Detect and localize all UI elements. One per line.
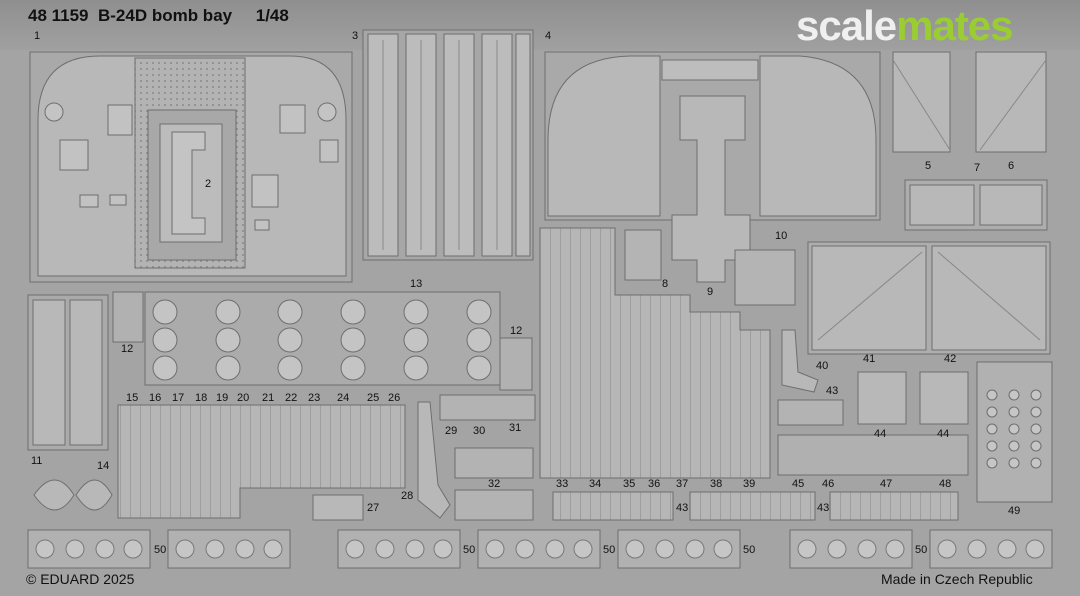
label-p23: 23 <box>308 392 321 404</box>
label-p38: 38 <box>710 478 723 490</box>
part-27 <box>312 494 364 521</box>
label-p43b: 43 <box>676 502 689 514</box>
label-p27: 27 <box>367 502 380 514</box>
label-p24: 24 <box>337 392 350 404</box>
label-p50a: 50 <box>154 544 167 556</box>
label-p16: 16 <box>149 392 162 404</box>
label-p43c: 43 <box>817 502 830 514</box>
label-p48: 48 <box>939 478 952 490</box>
label-p45: 45 <box>792 478 805 490</box>
label-p4: 4 <box>545 30 552 42</box>
label-p37: 37 <box>676 478 689 490</box>
label-p43a: 43 <box>826 385 839 397</box>
label-p15: 15 <box>126 392 139 404</box>
parts-45-48 <box>777 434 969 476</box>
part-12b <box>499 337 533 391</box>
label-p25: 25 <box>367 392 380 404</box>
label-p14: 14 <box>97 460 110 472</box>
part-13 <box>144 291 501 386</box>
part-43d <box>829 491 959 521</box>
label-p33: 33 <box>556 478 569 490</box>
label-p12b: 12 <box>510 325 523 337</box>
label-p10: 10 <box>775 230 788 242</box>
part-41-44 <box>857 371 907 425</box>
label-p12a: 12 <box>121 343 134 355</box>
label-p2: 2 <box>205 178 212 190</box>
label-p6: 6 <box>1008 160 1015 172</box>
label-p44a: 44 <box>874 428 887 440</box>
label-p29: 29 <box>445 425 458 437</box>
label-p35: 35 <box>623 478 636 490</box>
part-9 <box>671 95 751 283</box>
made-in: Made in Czech Republic <box>881 571 1033 587</box>
label-p50c: 50 <box>603 544 616 556</box>
label-p9: 9 <box>707 286 714 298</box>
label-p7: 7 <box>974 162 981 174</box>
label-p42: 42 <box>944 353 957 365</box>
part-11b <box>33 479 75 511</box>
label-p36: 36 <box>648 478 661 490</box>
parts-33-39 <box>539 227 771 479</box>
label-p17: 17 <box>172 392 185 404</box>
part-28 <box>417 401 451 519</box>
part-14 <box>75 479 113 511</box>
parts-29-31 <box>439 394 536 421</box>
label-p41: 41 <box>863 353 876 365</box>
label-p28: 28 <box>401 490 414 502</box>
label-p50b: 50 <box>463 544 476 556</box>
label-p50e: 50 <box>743 544 756 556</box>
label-p46: 46 <box>822 478 835 490</box>
part-32 <box>454 489 534 521</box>
part-4-right <box>759 55 877 217</box>
part-43b <box>552 491 674 521</box>
label-p34: 34 <box>589 478 602 490</box>
label-p13: 13 <box>410 278 423 290</box>
panel-left <box>811 245 927 351</box>
part-2 <box>171 131 206 235</box>
label-p11: 11 <box>31 455 43 467</box>
label-p39: 39 <box>743 478 756 490</box>
label-p21: 21 <box>262 392 275 404</box>
label-p18: 18 <box>195 392 208 404</box>
label-p44b: 44 <box>937 428 950 440</box>
scalemates-watermark: scalemates <box>796 2 1014 49</box>
label-p50d: 50 <box>915 544 928 556</box>
part-40 <box>781 329 819 393</box>
product-title: 48 1159 B-24D bomb bay 1/48 <box>28 6 289 25</box>
label-p31: 31 <box>509 422 522 434</box>
part-6 <box>975 51 1047 153</box>
label-p32: 32 <box>488 478 501 490</box>
copyright: © EDUARD 2025 <box>26 571 135 587</box>
label-p47: 47 <box>880 478 893 490</box>
part-4-left <box>547 55 661 217</box>
parts-15-26 <box>117 404 406 519</box>
label-p19: 19 <box>216 392 229 404</box>
label-p3: 3 <box>352 30 359 42</box>
label-p49: 49 <box>1008 505 1021 517</box>
part-12a <box>112 291 144 343</box>
label-p5: 5 <box>925 160 932 172</box>
label-p30: 30 <box>473 425 486 437</box>
label-p22: 22 <box>285 392 298 404</box>
part-42-44 <box>919 371 969 425</box>
label-p20: 20 <box>237 392 250 404</box>
label-p1: 1 <box>34 30 41 42</box>
label-p26: 26 <box>388 392 401 404</box>
part-43a <box>777 399 844 426</box>
label-p8: 8 <box>662 278 669 290</box>
part-43c <box>689 491 816 521</box>
part-10 <box>734 249 796 306</box>
part-8 <box>624 229 662 281</box>
label-p40: 40 <box>816 360 829 372</box>
header-strip <box>0 0 1080 50</box>
